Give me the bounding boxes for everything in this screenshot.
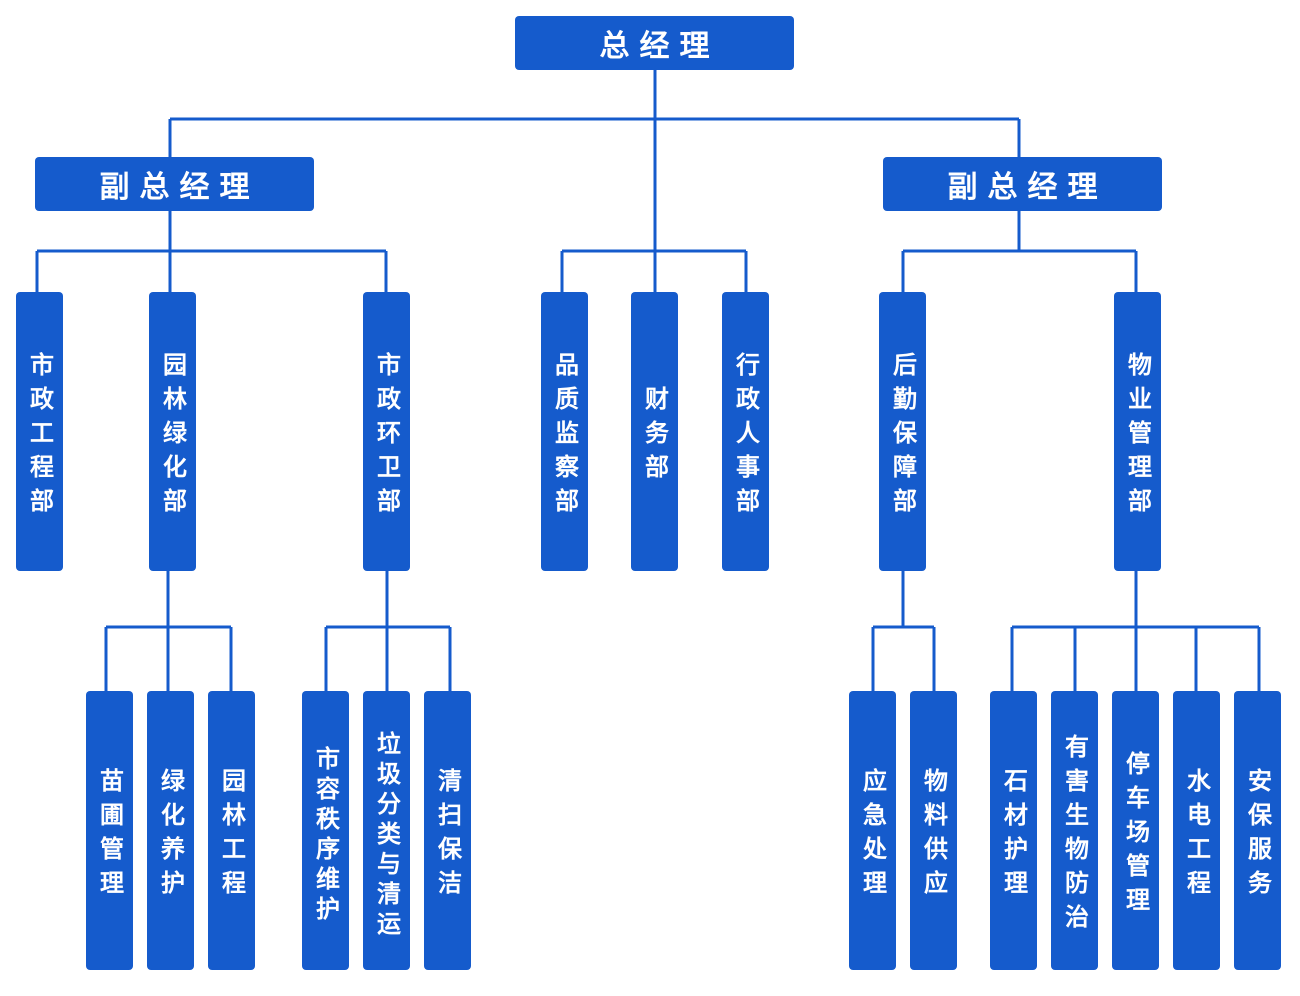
dept-label: 市政环卫部 [372, 351, 401, 522]
dept-admin-hr: 行政人事部 [722, 292, 769, 571]
sub-material-supply: 物料供应 [910, 691, 957, 970]
general-manager-label: 总经理 [599, 29, 720, 64]
sub-water-electric-engineering: 水电工程 [1173, 691, 1220, 970]
sub-cleaning: 清扫保洁 [424, 691, 471, 970]
dept-label: 市政工程部 [25, 351, 54, 522]
sub-pest-control: 有害生物防治 [1051, 691, 1098, 970]
sub-stone-care: 石材护理 [990, 691, 1037, 970]
dept-label: 后勤保障部 [888, 351, 917, 522]
dept-municipal-engineering: 市政工程部 [16, 292, 63, 571]
dept-label: 品质监察部 [550, 351, 579, 522]
sub-label: 物料供应 [919, 767, 948, 904]
sub-label: 园林工程 [217, 767, 246, 904]
sub-label: 应急处理 [858, 767, 887, 904]
deputy-manager-left-label: 副总经理 [99, 170, 260, 205]
sub-city-order-maintenance: 市容秩序维护 [302, 691, 349, 970]
sub-label: 水电工程 [1182, 767, 1211, 904]
sub-label: 石材护理 [999, 767, 1028, 904]
sub-nursery-management: 苗圃管理 [86, 691, 133, 970]
sub-label: 安保服务 [1243, 767, 1272, 904]
dept-label: 物业管理部 [1123, 351, 1152, 522]
general-manager-node: 总经理 [515, 16, 794, 70]
deputy-manager-right-label: 副总经理 [947, 170, 1108, 205]
dept-label: 财务部 [640, 385, 669, 488]
deputy-manager-right-node: 副总经理 [883, 157, 1162, 211]
sub-label: 苗圃管理 [95, 767, 124, 904]
sub-label: 清扫保洁 [433, 767, 462, 904]
dept-logistics-support: 后勤保障部 [879, 292, 926, 571]
dept-landscape-greening: 园林绿化部 [149, 292, 196, 571]
dept-finance: 财务部 [631, 292, 678, 571]
sub-label: 绿化养护 [156, 767, 185, 904]
sub-landscape-engineering: 园林工程 [208, 691, 255, 970]
sub-emergency-handling: 应急处理 [849, 691, 896, 970]
sub-garbage-sorting-transport: 垃圾分类与清运 [363, 691, 410, 970]
dept-label: 行政人事部 [731, 351, 760, 522]
sub-label: 市容秩序维护 [311, 745, 340, 926]
dept-municipal-sanitation: 市政环卫部 [363, 292, 410, 571]
deputy-manager-left-node: 副总经理 [35, 157, 314, 211]
sub-security-service: 安保服务 [1234, 691, 1281, 970]
sub-label: 停车场管理 [1121, 750, 1150, 921]
sub-label: 垃圾分类与清运 [372, 730, 401, 941]
sub-parking-management: 停车场管理 [1112, 691, 1159, 970]
dept-property-management: 物业管理部 [1114, 292, 1161, 571]
sub-greening-maintenance: 绿化养护 [147, 691, 194, 970]
sub-label: 有害生物防治 [1060, 733, 1089, 938]
dept-label: 园林绿化部 [158, 351, 187, 522]
dept-quality-supervision: 品质监察部 [541, 292, 588, 571]
